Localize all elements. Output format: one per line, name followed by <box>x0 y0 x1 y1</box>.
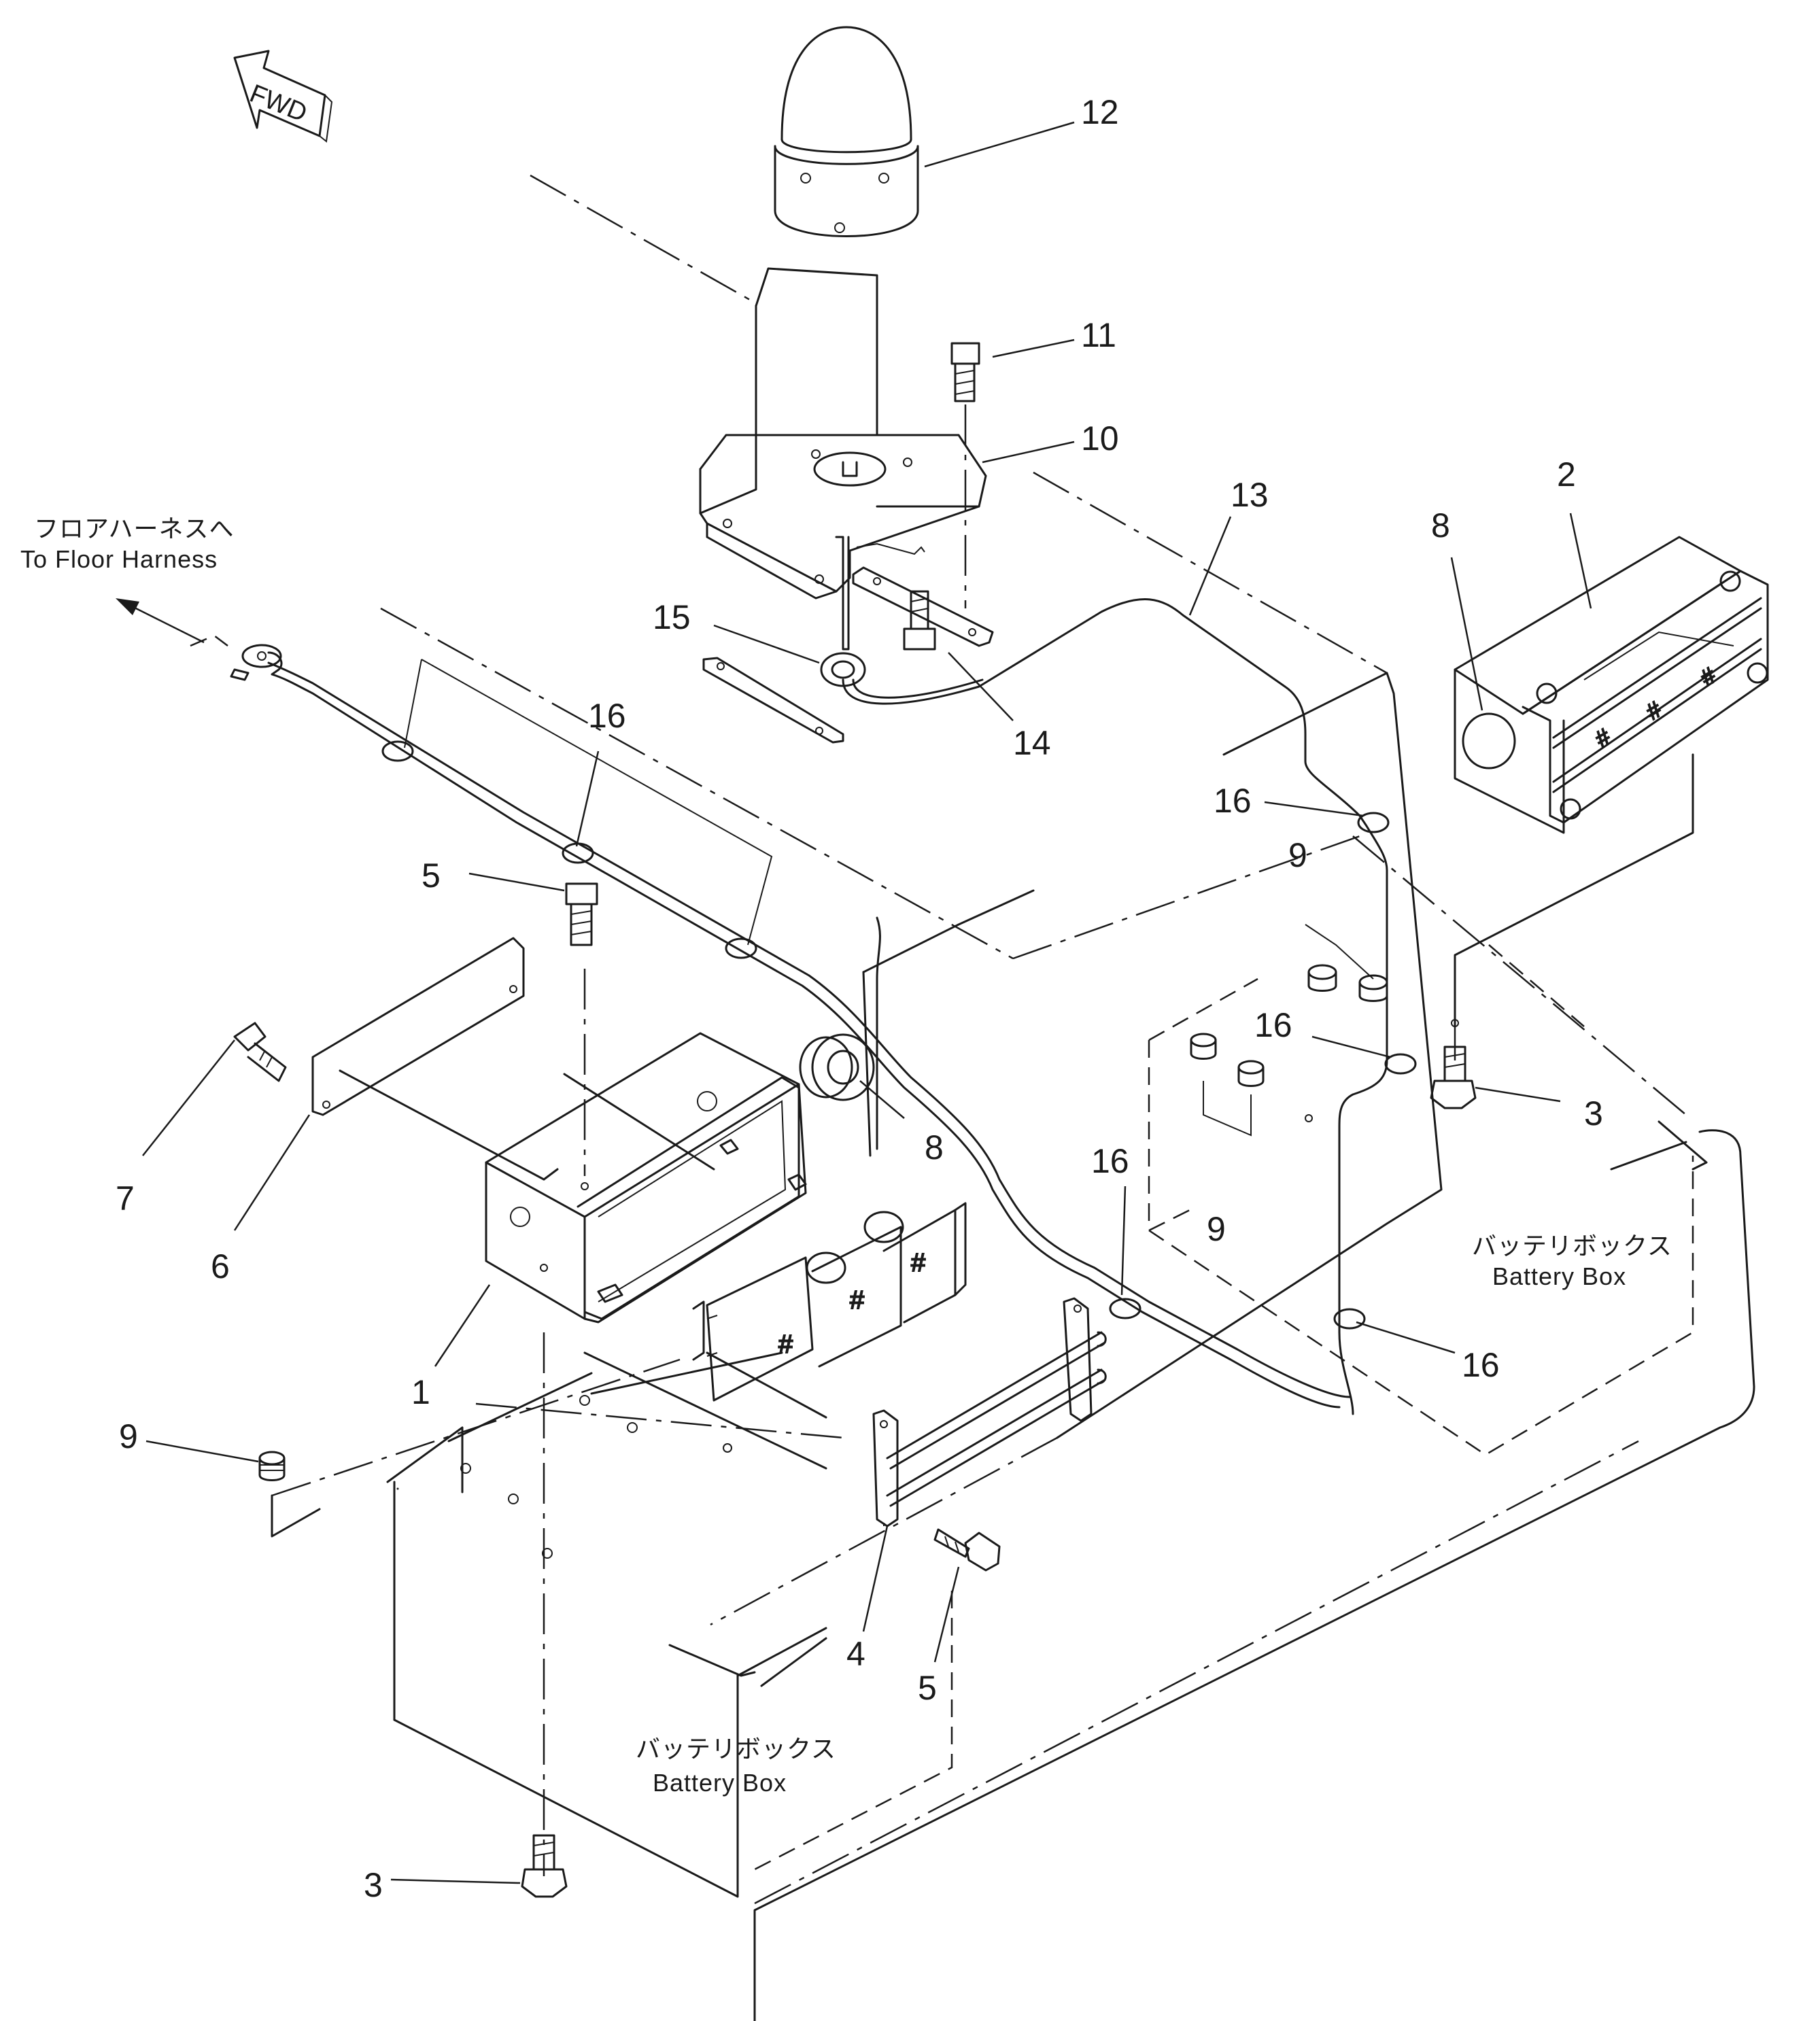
bolt-5-lower <box>933 1528 1001 1572</box>
clip-16-left-1 <box>381 740 414 762</box>
callout-9-a: 9 <box>1288 836 1307 874</box>
battery-box-right <box>1148 944 1694 1456</box>
callout-10: 10 <box>1081 419 1119 457</box>
bolt-3-right <box>1430 1046 1477 1109</box>
callout-15: 15 <box>653 598 691 636</box>
clip-16-left-3 <box>725 937 757 959</box>
battery-box-right-en: Battery Box <box>1492 1262 1626 1290</box>
callout-13: 13 <box>1231 476 1269 514</box>
fwd-arrow-icon: FWD <box>233 50 333 143</box>
callout-5-upper: 5 <box>422 857 441 895</box>
callout-9-b: 9 <box>1207 1210 1226 1248</box>
callout-16-c: 16 <box>1254 1006 1292 1044</box>
callouts: 12 11 10 13 2 8 15 14 16 16 9 16 3 5 16 … <box>116 93 1603 1904</box>
frame-outline <box>271 471 1755 2021</box>
bolt-11 <box>950 342 980 402</box>
svg-text:#: # <box>778 1330 793 1359</box>
leader-lines <box>142 121 1592 1884</box>
callout-12: 12 <box>1081 93 1119 131</box>
floor-harness-jp: フロアハーネスへ <box>34 515 235 542</box>
beacon-lamp <box>774 26 919 237</box>
battery-box-right-jp: バッテリボックス <box>1472 1232 1672 1260</box>
bolt-7 <box>233 1022 287 1082</box>
bolt-3-lower <box>521 1834 568 1898</box>
callout-7: 7 <box>116 1179 135 1217</box>
relay-set: # # # <box>692 1202 967 1402</box>
clip-16-left-2 <box>562 842 594 864</box>
callout-8-middle: 8 <box>925 1128 944 1167</box>
battery-box-bottom-jp: バッテリボックス <box>636 1735 836 1763</box>
callout-16-d: 16 <box>1091 1142 1129 1180</box>
svg-text:#: # <box>1696 663 1720 691</box>
plug-9-right-a <box>1307 964 1388 1002</box>
lamp-bracket <box>699 267 987 600</box>
callout-14: 14 <box>1013 724 1051 762</box>
plug-9-right-b <box>1190 1033 1265 1087</box>
clip-16-center <box>1109 1298 1141 1319</box>
harness-terminal <box>230 644 282 681</box>
plug-9-left <box>258 1451 286 1481</box>
callout-11: 11 <box>1081 316 1116 354</box>
svg-text:#: # <box>1591 724 1615 753</box>
bolt-5-upper <box>565 882 598 946</box>
svg-text:#: # <box>911 1249 925 1277</box>
control-box-2: # # # <box>1454 536 1769 834</box>
callout-1: 1 <box>411 1373 430 1411</box>
callout-16-b: 16 <box>1214 782 1252 820</box>
floor-harness-en: To Floor Harness <box>20 545 218 573</box>
cover-plate-6 <box>311 937 525 1116</box>
callout-3-lower: 3 <box>364 1866 383 1904</box>
callout-6: 6 <box>211 1247 230 1285</box>
svg-text:#: # <box>850 1286 864 1315</box>
battery-box-bottom-en: Battery Box <box>653 1769 787 1797</box>
callout-9-c: 9 <box>119 1417 138 1455</box>
grommet-8-middle <box>799 1033 875 1101</box>
relay-box-1 <box>485 1032 807 1324</box>
callout-5-lower: 5 <box>918 1669 937 1707</box>
clip-16-right-mid <box>1384 1053 1417 1075</box>
clip-16-right-upper <box>1357 812 1390 833</box>
relay-bracket-4 <box>872 1297 1107 1527</box>
svg-text:#: # <box>1642 697 1666 725</box>
callout-2: 2 <box>1557 455 1576 494</box>
callout-3-right: 3 <box>1584 1094 1603 1133</box>
clip-16-right-lower <box>1333 1308 1366 1330</box>
callout-4: 4 <box>846 1635 865 1673</box>
callout-16-e: 16 <box>1462 1346 1500 1384</box>
battery-box-bottom <box>447 1332 732 1876</box>
callout-16-a: 16 <box>588 697 626 735</box>
callout-8-right: 8 <box>1431 506 1450 545</box>
